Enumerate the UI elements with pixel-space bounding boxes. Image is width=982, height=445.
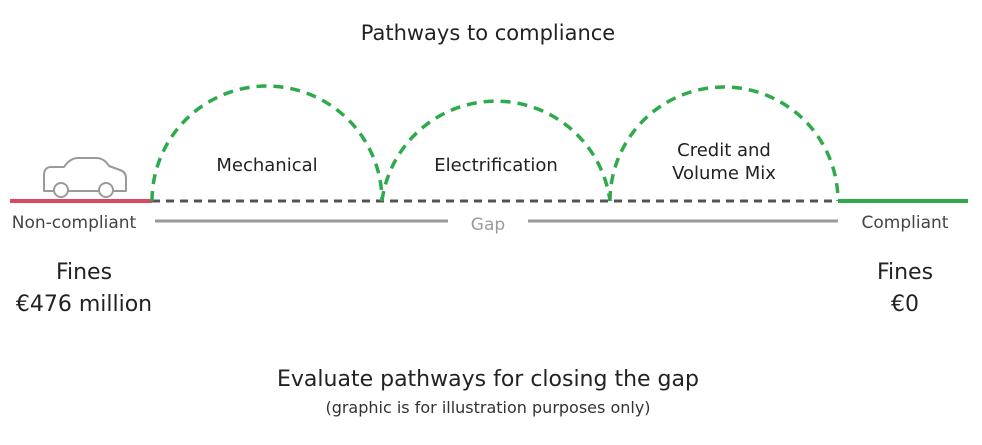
noncompliant-label: Non-compliant <box>12 213 137 233</box>
gap-label: Gap <box>471 215 505 235</box>
pathway-label-electrification: Electrification <box>434 155 558 176</box>
car-icon <box>43 157 127 198</box>
compliant-fines-value: €0 <box>891 292 919 317</box>
footer-main-text: Evaluate pathways for closing the gap <box>277 367 699 392</box>
compliant-label: Compliant <box>862 213 949 233</box>
pathway-arc-credit-volume-mix <box>608 85 840 202</box>
footer-note-text: (graphic is for illustration purposes on… <box>325 398 650 417</box>
diagram-title: Pathways to compliance <box>361 21 615 45</box>
pathway-label-credit-line1: Credit and <box>677 140 771 161</box>
pathway-label-mechanical: Mechanical <box>216 155 317 176</box>
pathway-arc-mechanical <box>150 84 384 202</box>
noncompliant-fines-value: €476 million <box>16 292 152 317</box>
pathway-arc-electrification <box>380 99 612 202</box>
noncompliant-fines-label: Fines <box>56 260 112 285</box>
pathway-label-credit-line2: Volume Mix <box>672 163 776 184</box>
compliant-fines-label: Fines <box>877 260 933 285</box>
